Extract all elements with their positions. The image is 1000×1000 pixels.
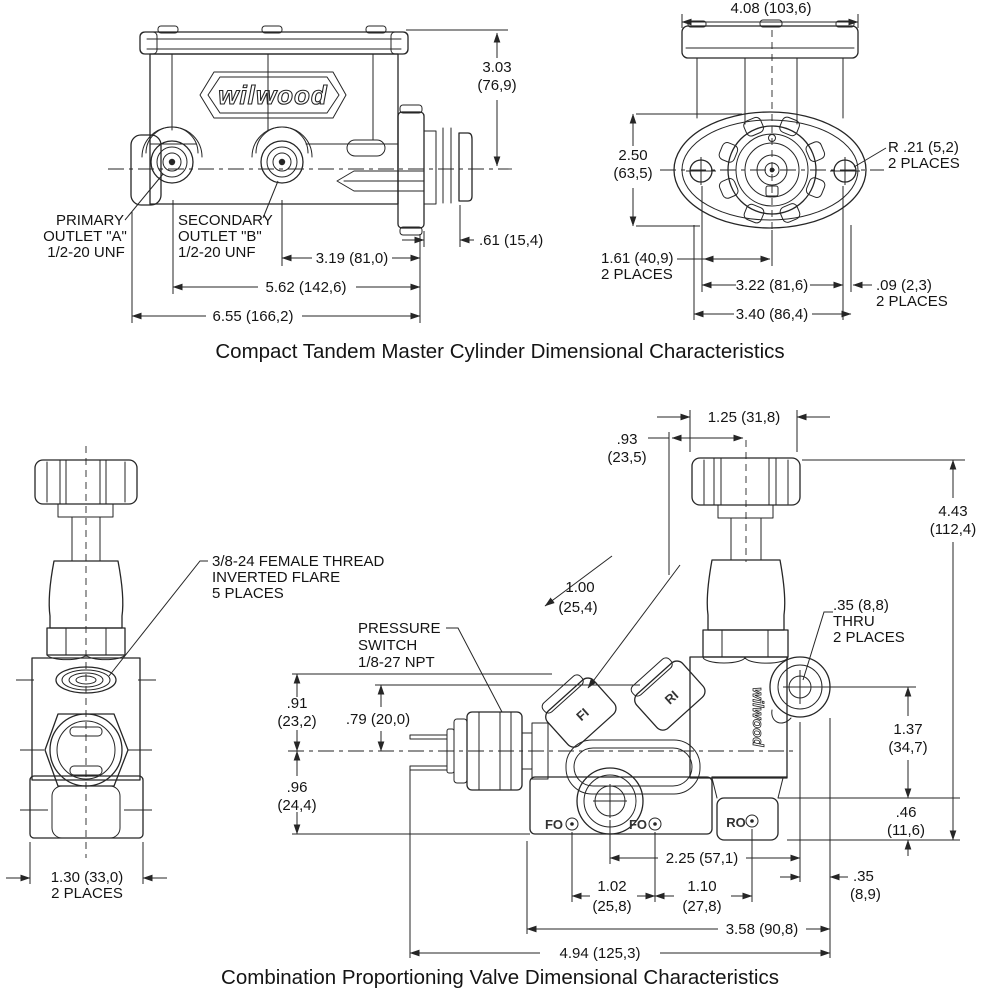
dim-boss-drop-mm: (34,7) (888, 739, 927, 756)
prop-valve-side-dimensions: .91 (23,2) .79 (20,0) .96 (24,4) .93 (23… (277, 409, 976, 962)
dim-mc-height-in: 3.03 (482, 59, 511, 76)
mount-hole-label-2: THRU (833, 613, 875, 630)
primary-outlet-label-3: 1/2-20 UNF (47, 244, 125, 261)
prop-valve-caption: Combination Proportioning Valve Dimensio… (221, 966, 779, 989)
port-label-fi: FI (573, 705, 592, 724)
dim-sw-lower-in: .96 (287, 779, 308, 796)
dim-fo-spacing-mm: (25,8) (592, 898, 631, 915)
dim-mc-width: 4.08 (103,6) (731, 0, 812, 17)
dim-step-in: .46 (896, 804, 917, 821)
port-label-ro: RO (726, 815, 746, 830)
secondary-outlet-label-3: 1/2-20 UNF (178, 244, 256, 261)
pressure-switch-label-1: PRESSURE (358, 620, 441, 637)
dim-slot-offset-1: .09 (2,3) (876, 277, 932, 294)
switch-terminal-upper (409, 734, 448, 740)
dim-valve-width-1: 1.30 (33,0) (51, 869, 124, 886)
master-cylinder-end-view (660, 19, 884, 244)
master-cylinder-side-view: wilwood (108, 25, 512, 236)
dim-fo-boss: 2.25 (57,1) (666, 850, 739, 867)
dim-inlet-in: 1.00 (565, 579, 594, 596)
pressure-switch-label-2: SWITCH (358, 637, 417, 654)
dim-sw-lower-mm: (24,4) (277, 797, 316, 814)
thread-label-2: INVERTED FLARE (212, 569, 340, 586)
dim-bolt-span: 3.22 (81,6) (736, 277, 809, 294)
prop-valve-end-view (16, 446, 156, 858)
dim-outlet-a: 5.62 (142,6) (266, 279, 347, 296)
master-cylinder-end-dimensions: 4.08 (103,6) 2.50 (63,5) R .21 (5,2) 2 P… (601, 0, 960, 323)
thread-label-1: 3/8-24 FEMALE THREAD (212, 553, 384, 570)
rear-inlet-fitting: RI (630, 657, 706, 731)
wilwood-logo-valve: wilwood (749, 687, 766, 747)
port-label-ri: RI (662, 688, 682, 708)
front-inlet-fitting: FI (541, 674, 617, 748)
secondary-outlet-port (251, 126, 313, 184)
dim-knob-offset-in: .93 (617, 431, 638, 448)
dim-overall-height-mm: (112,4) (930, 521, 976, 538)
dim-pushrod-depth: .61 (15,4) (479, 232, 543, 249)
mount-hole-label-1: .35 (8,8) (833, 597, 889, 614)
dim-sw-center: .79 (20,0) (346, 711, 410, 728)
thread-label-3: 5 PLACES (212, 585, 284, 602)
primary-outlet-port (141, 126, 203, 184)
dim-edge-in: .35 (853, 868, 874, 885)
dim-flange-height-in: 2.50 (618, 147, 647, 164)
switch-terminal-lower (409, 765, 448, 771)
dim-knob-offset-mm: (23,5) (607, 449, 646, 466)
master-cylinder-side-dimensions: 3.03 (76,9) .61 (15,4) 3.19 (81,0) 5.62 … (43, 29, 543, 325)
secondary-outlet-label-1: SECONDARY (178, 212, 273, 229)
dim-flange-span: 3.40 (86,4) (736, 306, 809, 323)
pressure-switch-label-3: 1/8-27 NPT (358, 654, 435, 671)
wilwood-logo: wilwood (218, 80, 328, 110)
master-cylinder-caption: Compact Tandem Master Cylinder Dimension… (215, 340, 784, 363)
dim-outlet-b: 3.19 (81,0) (316, 250, 389, 267)
dim-fo-spacing-in: 1.02 (597, 878, 626, 895)
dim-fo-ro-in: 1.10 (687, 878, 716, 895)
dim-edge-mm: (8,9) (850, 886, 881, 903)
primary-outlet-label-1: PRIMARY (56, 212, 124, 229)
prop-valve-side-view: wilwood FI RI (288, 440, 831, 841)
flange-bolt-slot-left (686, 157, 716, 185)
dim-center-to-bolt-1: 1.61 (40,9) (601, 250, 674, 267)
dim-mc-height-mm: (76,9) (477, 77, 516, 94)
dim-center-to-bolt-2: 2 PLACES (601, 266, 673, 283)
dim-body-length: 3.58 (90,8) (726, 921, 799, 938)
slot-radius-label-2: 2 PLACES (888, 155, 960, 172)
secondary-outlet-label-2: OUTLET "B" (178, 228, 262, 245)
flange-pockets (718, 116, 826, 224)
dim-overall-length: 6.55 (166,2) (213, 308, 294, 325)
dim-boss-drop-in: 1.37 (893, 721, 922, 738)
dim-inlet-mm: (25,4) (558, 599, 597, 616)
dim-overall-height-in: 4.43 (938, 503, 967, 520)
prop-valve-end-dimensions: 1.30 (33,0) 2 PLACES 3/8-24 FEMALE THREA… (6, 553, 384, 902)
dim-sw-upper-in: .91 (287, 695, 308, 712)
port-label-fo-right: FO (629, 817, 647, 832)
slot-radius-label-1: R .21 (5,2) (888, 139, 959, 156)
dim-flange-height-mm: (63,5) (613, 165, 652, 182)
mount-hole-label-3: 2 PLACES (833, 629, 905, 646)
mount-boss (769, 656, 831, 724)
dim-sw-upper-mm: (23,2) (277, 713, 316, 730)
dim-knob-width: 1.25 (31,8) (708, 409, 781, 426)
dim-fo-ro-mm: (27,8) (682, 898, 721, 915)
port-label-fo-left: FO (545, 817, 563, 832)
primary-outlet-label-2: OUTLET "A" (43, 228, 127, 245)
dim-slot-offset-2: 2 PLACES (876, 293, 948, 310)
dim-overall-length-pv: 4.94 (125,3) (560, 945, 641, 962)
dim-step-mm: (11,6) (887, 822, 925, 839)
flange-bolt-slot-right (830, 157, 860, 185)
dim-valve-width-2: 2 PLACES (51, 885, 123, 902)
